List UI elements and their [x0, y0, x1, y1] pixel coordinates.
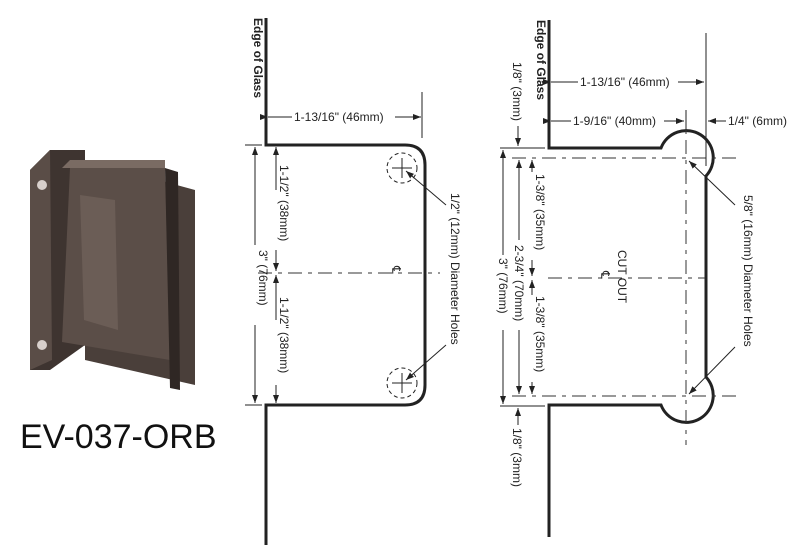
- right-edge-label: Edge of Glass: [534, 20, 548, 100]
- left-total-dim: 3" (76mm): [256, 250, 270, 306]
- hinge-photo: [30, 150, 195, 385]
- right-bottom-gap-dim: 1/8" (3mm): [510, 428, 524, 487]
- right-upper-dim: 1-3/8" (35mm): [533, 174, 547, 250]
- right-total-dim: 3" (76mm): [496, 258, 510, 314]
- model-number: EV-037-ORB: [20, 418, 217, 456]
- right-top-gap-dim: 1/8" (3mm): [510, 62, 524, 121]
- right-inner-width-dim: 1-9/16" (40mm): [573, 114, 656, 128]
- left-hole-note: 1/2" (12mm) Diameter Holes: [448, 193, 462, 345]
- left-lower-dim: 1-1/2" (38mm): [277, 297, 291, 373]
- left-drawing: 1-13/16" (46mm) Edge of Glass 1-1/2" (38…: [245, 18, 462, 545]
- right-width-dim: 1-13/16" (46mm): [580, 75, 670, 89]
- right-lower-dim: 1-3/8" (35mm): [533, 296, 547, 372]
- right-centerline-symbol: ℄: [598, 270, 612, 279]
- right-drawing: 1-13/16" (46mm) 1-9/16" (40mm) 1/4" (6mm…: [496, 20, 787, 537]
- left-centerline-symbol: ℄: [389, 265, 403, 274]
- glass-gap: [165, 168, 180, 390]
- right-offset-dim: 1/4" (6mm): [728, 114, 787, 128]
- left-upper-dim: 1-1/2" (38mm): [277, 165, 291, 241]
- cutout-label: CUT OUT: [615, 250, 629, 304]
- left-width-dim: 1-13/16" (46mm): [294, 110, 384, 124]
- hole-top: [386, 152, 418, 184]
- hole-bottom: [386, 367, 418, 399]
- left-edge-label: Edge of Glass: [251, 18, 265, 98]
- right-hole-span-dim: 2-3/4" (70mm): [512, 245, 526, 321]
- right-hole-note: 5/8" (16mm) Diameter Holes: [741, 195, 755, 347]
